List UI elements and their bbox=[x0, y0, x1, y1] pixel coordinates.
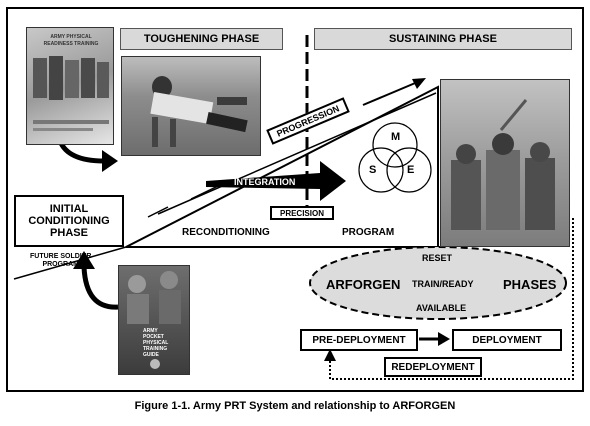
pushup-photo bbox=[121, 56, 261, 156]
arforgen-ellipse bbox=[309, 246, 567, 320]
inner-slope-line bbox=[157, 92, 437, 215]
figure-frame: ARMY PHYSICAL READINESS TRAINING TOUGHEN… bbox=[6, 7, 584, 392]
prt-manual-cover: ARMY PHYSICAL READINESS TRAINING bbox=[26, 27, 114, 145]
venn-circle-m bbox=[372, 122, 418, 168]
train-ready-label: TRAIN/READY bbox=[412, 279, 474, 289]
arforgen-label: ARFORGEN bbox=[326, 277, 401, 292]
future-line1: FUTURE SOLDIER bbox=[30, 253, 92, 260]
pushup-figures bbox=[150, 76, 248, 147]
lower-slope-line bbox=[13, 246, 127, 280]
phases-label: PHASES bbox=[503, 277, 557, 292]
pocket-line1: ARMY bbox=[143, 328, 158, 334]
integration-arrow bbox=[206, 161, 346, 201]
reset-label: RESET bbox=[422, 253, 453, 263]
combat-figures bbox=[451, 99, 555, 230]
sustaining-phase-header: SUSTAINING PHASE bbox=[314, 28, 572, 50]
manual-curve-arrowhead bbox=[102, 150, 118, 172]
pocket-line2: POCKET bbox=[143, 334, 164, 340]
pocket-guide-title: ARMY POCKET PHYSICAL TRAINING GUIDE bbox=[143, 328, 187, 358]
combat-soldiers-photo bbox=[440, 79, 570, 247]
pre-deployment-box: PRE-DEPLOYMENT bbox=[300, 329, 418, 351]
toughening-phase-header: TOUGHENING PHASE bbox=[120, 28, 283, 50]
reconditioning-label: RECONDITIONING bbox=[182, 227, 270, 238]
program-label: PROGRAM bbox=[342, 227, 395, 238]
venn-s-label: S bbox=[369, 164, 377, 176]
venn-circle-s bbox=[358, 147, 404, 193]
pocket-curve-arrowhead bbox=[73, 251, 95, 269]
initial-line3: PHASE bbox=[50, 227, 88, 239]
predeploy-arrowhead bbox=[438, 332, 450, 346]
deployment-box: DEPLOYMENT bbox=[452, 329, 562, 351]
initial-conditioning-box: INITIAL CONDITIONING PHASE bbox=[14, 195, 124, 247]
future-line2: PROGRAM bbox=[42, 261, 79, 268]
future-soldier-label: FUTURE SOLDIER PROGRAM bbox=[30, 253, 91, 269]
progression-arrowhead bbox=[412, 78, 426, 89]
slope-dash bbox=[190, 185, 219, 200]
integration-label: INTEGRATION bbox=[234, 177, 296, 187]
initial-line1: INITIAL bbox=[49, 203, 89, 215]
manual-title-line2: READINESS TRAINING bbox=[43, 41, 99, 47]
pocket-line4: TRAINING bbox=[143, 346, 168, 352]
program-triangle bbox=[125, 85, 439, 248]
pocket-line3: PHYSICAL bbox=[143, 340, 169, 346]
manual-soldiers-graphic bbox=[33, 56, 109, 131]
pocket-curve-arrow bbox=[81, 266, 119, 310]
cycle-dotted-line bbox=[329, 218, 574, 380]
pocket-line5: GUIDE bbox=[143, 352, 159, 358]
precision-label: PRECISION bbox=[270, 206, 334, 220]
pocket-soldiers-graphic bbox=[127, 271, 181, 369]
redeployment-box: REDEPLOYMENT bbox=[384, 357, 482, 377]
pocket-guide-cover: ARMY POCKET PHYSICAL TRAINING GUIDE bbox=[118, 265, 190, 375]
venn-m-label: M bbox=[391, 131, 401, 143]
figure-caption: Figure 1-1. Army PRT System and relation… bbox=[134, 400, 456, 412]
initial-line2: CONDITIONING bbox=[28, 215, 110, 227]
available-label: AVAILABLE bbox=[416, 303, 467, 313]
cycle-arrowhead bbox=[324, 349, 336, 361]
manual-title-line1: ARMY PHYSICAL bbox=[50, 34, 92, 40]
venn-e-label: E bbox=[407, 164, 415, 176]
slope-dash bbox=[147, 206, 169, 218]
progression-arrow-line bbox=[362, 80, 421, 106]
venn-circle-e bbox=[386, 147, 432, 193]
